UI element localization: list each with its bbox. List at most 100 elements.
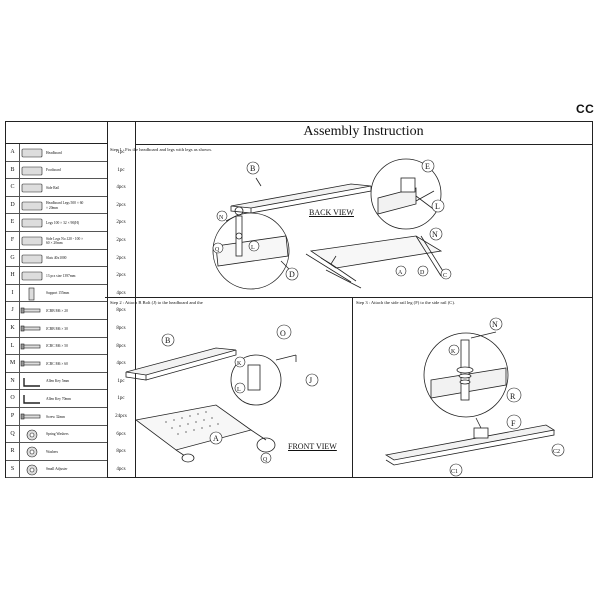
part-qty: 2pcs [116, 273, 126, 279]
footboard-icon [21, 166, 43, 175]
bolt-icon [20, 360, 41, 367]
part-letter: B [6, 161, 20, 179]
part-name: 13 pcs size 1397mm [46, 273, 76, 278]
part-name: Allen Key 70mm [46, 397, 71, 402]
callout-l-1: L [435, 202, 440, 211]
callout-c: C [443, 273, 447, 279]
part-letter: H [6, 267, 20, 284]
headboard-legs-icon [21, 201, 43, 211]
side-legs-icon [21, 236, 43, 246]
part-qty: 4pcs [116, 466, 126, 472]
callout-c2: C2 [553, 449, 560, 455]
part-letter: C [6, 179, 20, 196]
callout-e: E [425, 162, 430, 171]
part-letter: L [6, 337, 20, 355]
callout-r: R [510, 392, 516, 401]
part-name: Side Rail [46, 185, 60, 190]
part-qty: 1pc [117, 378, 125, 384]
part-letter: O [6, 390, 20, 407]
part-row-o: O Allen Key 70mm [6, 390, 107, 408]
support-icon [28, 287, 35, 301]
washer-icon [26, 446, 38, 458]
step-2-text: Step 2 : Attach B Bolt (J) to the headbo… [110, 300, 203, 305]
callout-q-2: Q [263, 457, 268, 463]
callout-k-2: K [237, 361, 242, 367]
part-letter: A [6, 144, 20, 161]
callout-k-3: K [451, 349, 456, 355]
part-name: Spring Washers [46, 432, 69, 437]
part-qty: 2pcs [116, 220, 126, 226]
part-name: Small Adjuster [46, 467, 68, 472]
corner-tag: CC [576, 102, 595, 116]
callout-a-2: A [213, 434, 219, 443]
part-name: Footboard [46, 168, 61, 173]
part-qty: 2pcs [116, 255, 126, 261]
callout-b: B [250, 164, 255, 173]
part-qty: 4pcs [116, 290, 126, 296]
part-row-c: C Side Rail [6, 179, 107, 197]
step-1-diagram: B E L N N Q L D A D C [212, 158, 452, 290]
part-qty: 2pcs [116, 238, 126, 243]
bolt-icon [20, 325, 41, 332]
bolt-icon [20, 308, 41, 314]
part-name: JCBC M6 × 50 [46, 344, 68, 349]
part-letter: D [6, 196, 20, 214]
section-divider-vertical [352, 297, 353, 477]
part-qty: 8pcs [116, 326, 126, 331]
slat-bundle-icon [21, 271, 43, 281]
callout-l-2: L [251, 245, 255, 251]
part-qty: 4pcs [116, 361, 126, 367]
part-name: Slats 40x1000 [46, 256, 67, 261]
part-qty: 1pc [117, 396, 125, 402]
callout-o: O [280, 329, 286, 338]
part-qty: 8pcs [116, 308, 126, 314]
spring-washer-icon [26, 429, 38, 440]
bolt-icon [20, 343, 41, 349]
page-title: Assembly Instruction [135, 122, 592, 145]
part-row-l: L JCBC M6 × 50 [6, 337, 107, 356]
part-letter: Q [6, 425, 20, 443]
headboard-icon [21, 148, 43, 158]
front-view-label: FRONT VIEW [288, 442, 337, 451]
callout-c1: C1 [451, 469, 458, 475]
part-letter: M [6, 355, 20, 372]
callout-j: J [309, 376, 312, 385]
part-letter: K [6, 320, 20, 337]
callout-d-1: D [289, 270, 295, 279]
callout-n-2: N [219, 215, 224, 221]
callout-f: F [511, 419, 516, 428]
side-rail-icon [21, 183, 43, 193]
step-3-diagram: N K R F C1 C2 [384, 317, 565, 477]
allen-key-icon [23, 377, 40, 387]
part-letter: S [6, 460, 20, 478]
section-divider-horizontal [105, 297, 592, 298]
part-row-d: D Headboard Legs 500 × 60 × 20mm [6, 196, 107, 215]
part-name: JCBB M6 × 30 [46, 326, 68, 331]
part-qty: 1pc [117, 167, 125, 173]
part-qty: 1pc [117, 150, 125, 155]
callout-n-3: N [492, 320, 498, 329]
part-name: JCBB M6 × 20 [46, 309, 68, 314]
callout-b-2: B [165, 336, 170, 345]
part-name: Washers [46, 449, 59, 454]
part-name: JCBC M6 × 60 [46, 361, 68, 366]
callout-n-1: N [432, 230, 438, 239]
part-name: Headboard Legs 500 × 60 × 20mm [46, 201, 84, 210]
part-row-k: K JCBB M6 × 30 [6, 320, 107, 338]
part-letter: I [6, 284, 20, 302]
step-1-text: Step 1 : Fix the headboard and legs with… [110, 147, 212, 152]
part-qty: 8pcs [116, 449, 126, 455]
callout-q: Q [215, 247, 220, 253]
part-qty: 6pcs [116, 431, 126, 437]
part-qty: 4pcs [116, 185, 126, 191]
back-view-label: BACK VIEW [309, 208, 354, 217]
part-name: Allen Key 5mm [46, 379, 70, 384]
part-row-q: Q Spring Washers [6, 425, 107, 444]
